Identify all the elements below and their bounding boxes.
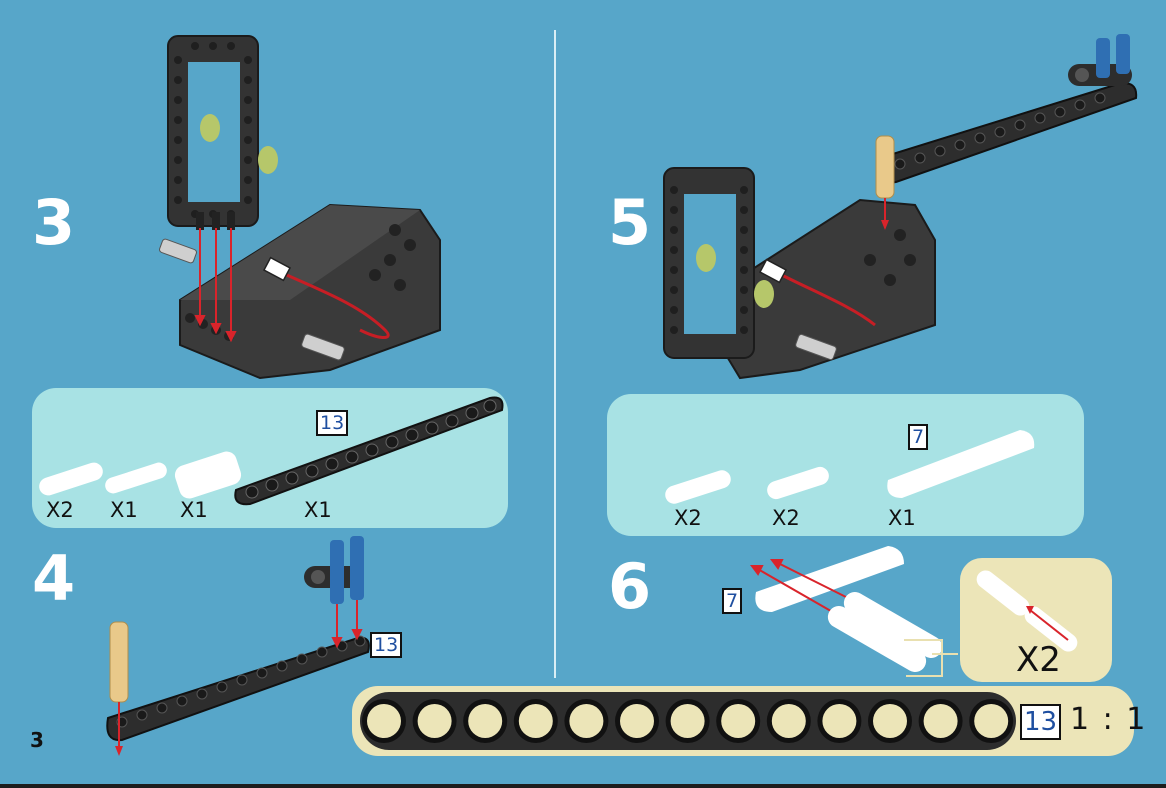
step4-beam-length-badge: 13: [370, 632, 402, 658]
step3-qty-3: X1: [180, 498, 208, 522]
ruler-hole: [924, 704, 958, 738]
ruler-hole: [620, 704, 654, 738]
step5-beam-length-badge: 7: [908, 424, 928, 450]
ruler-hole: [519, 704, 553, 738]
step5-qty-1: X2: [674, 506, 702, 530]
step5-qty-2: X2: [772, 506, 800, 530]
ruler-hole: [721, 704, 755, 738]
ruler-hole: [974, 704, 1008, 738]
step6-beam-length-badge: 7: [722, 588, 742, 614]
ruler-hole: [569, 704, 603, 738]
ruler-hole: [822, 704, 856, 738]
step3-beam-length-badge: 13: [316, 410, 348, 436]
ruler-hole: [671, 704, 705, 738]
ruler-scale-ratio: 1 : 1: [1070, 702, 1147, 737]
step6-multiplier: X2: [1016, 640, 1061, 680]
step5-qty-3: X1: [888, 506, 916, 530]
step3-parts-overlay: [37, 398, 503, 505]
scale-ruler-overlay: [360, 692, 1016, 750]
ruler-hole: [873, 704, 907, 738]
ruler-length-badge: 13: [1020, 704, 1061, 740]
ruler-hole: [367, 704, 401, 738]
page-number: 3: [30, 728, 44, 752]
step3-qty-1: X2: [46, 498, 74, 522]
step5-parts-overlay: [663, 430, 1034, 506]
step3-qty-2: X1: [110, 498, 138, 522]
bottom-border: [0, 784, 1166, 788]
step3-qty-4: X1: [304, 498, 332, 522]
ruler-hole: [772, 704, 806, 738]
ruler-hole: [418, 704, 452, 738]
ruler-hole: [468, 704, 502, 738]
